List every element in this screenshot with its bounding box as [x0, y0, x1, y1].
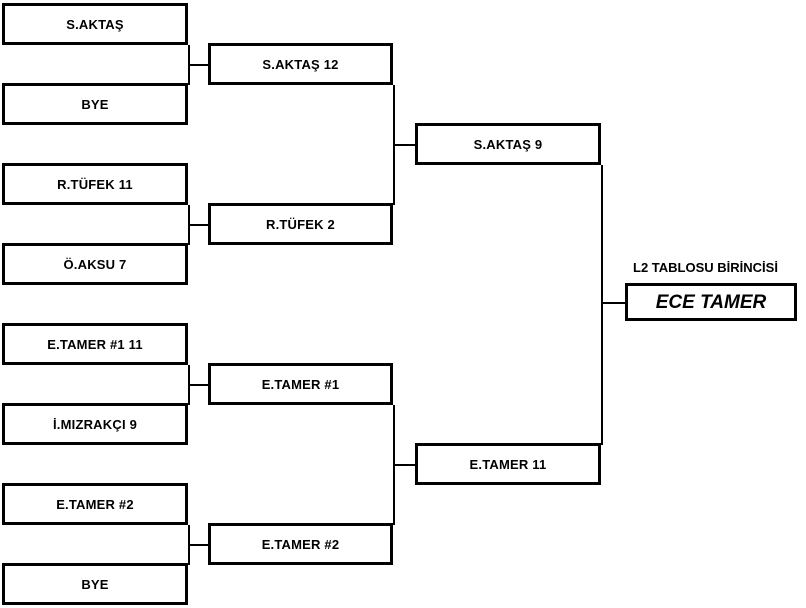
- round1-slot-1-label: S.AKTAŞ: [66, 16, 124, 32]
- round1-slot-5[interactable]: E.TAMER #1 11: [2, 323, 188, 365]
- round2-slot-2[interactable]: R.TÜFEK 2: [208, 203, 393, 245]
- round1-slot-2[interactable]: BYE: [2, 83, 188, 125]
- final-winner-box[interactable]: ECE TAMER: [625, 283, 797, 321]
- round2-slot-3[interactable]: E.TAMER #1: [208, 363, 393, 405]
- round1-slot-7[interactable]: E.TAMER #2: [2, 483, 188, 525]
- round3-slot-2[interactable]: E.TAMER 11: [415, 443, 601, 485]
- round3-slot-2-label: E.TAMER 11: [469, 456, 547, 472]
- connector-r1-pair1-stub: [188, 64, 208, 66]
- round1-slot-1[interactable]: S.AKTAŞ: [2, 3, 188, 45]
- final-title: L2 TABLOSU BİRİNCİSİ: [633, 260, 778, 275]
- connector-r1-pair2-stub: [188, 224, 208, 226]
- round2-slot-1[interactable]: S.AKTAŞ 12: [208, 43, 393, 85]
- round1-slot-7-label: E.TAMER #2: [56, 496, 134, 512]
- round1-slot-8[interactable]: BYE: [2, 563, 188, 605]
- round1-slot-5-label: E.TAMER #1 11: [47, 336, 143, 352]
- round1-slot-3[interactable]: R.TÜFEK 11: [2, 163, 188, 205]
- round1-slot-4-label: Ö.AKSU 7: [63, 256, 127, 272]
- connector-r2-pair2-stub: [393, 464, 415, 466]
- round1-slot-4[interactable]: Ö.AKSU 7: [2, 243, 188, 285]
- connector-r1-pair4-stub: [188, 544, 208, 546]
- round2-slot-1-label: S.AKTAŞ 12: [262, 56, 339, 72]
- round2-slot-4[interactable]: E.TAMER #2: [208, 523, 393, 565]
- round1-slot-6[interactable]: İ.MIZRAKÇI 9: [2, 403, 188, 445]
- round1-slot-2-label: BYE: [81, 96, 109, 112]
- round2-slot-4-label: E.TAMER #2: [261, 536, 340, 552]
- connector-r1-pair3-stub: [188, 384, 208, 386]
- round1-slot-8-label: BYE: [81, 576, 109, 592]
- round1-slot-6-label: İ.MIZRAKÇI 9: [52, 416, 137, 432]
- connector-final-vertical: [601, 165, 603, 445]
- connector-r2-pair1-stub: [393, 144, 415, 146]
- round2-slot-3-label: E.TAMER #1: [261, 376, 340, 392]
- round3-slot-1[interactable]: S.AKTAŞ 9: [415, 123, 601, 165]
- round1-slot-3-label: R.TÜFEK 11: [57, 176, 133, 192]
- round3-slot-1-label: S.AKTAŞ 9: [473, 136, 543, 152]
- final-winner-label: ECE TAMER: [655, 291, 767, 313]
- connector-final-stub: [601, 302, 625, 304]
- round2-slot-2-label: R.TÜFEK 2: [266, 216, 335, 232]
